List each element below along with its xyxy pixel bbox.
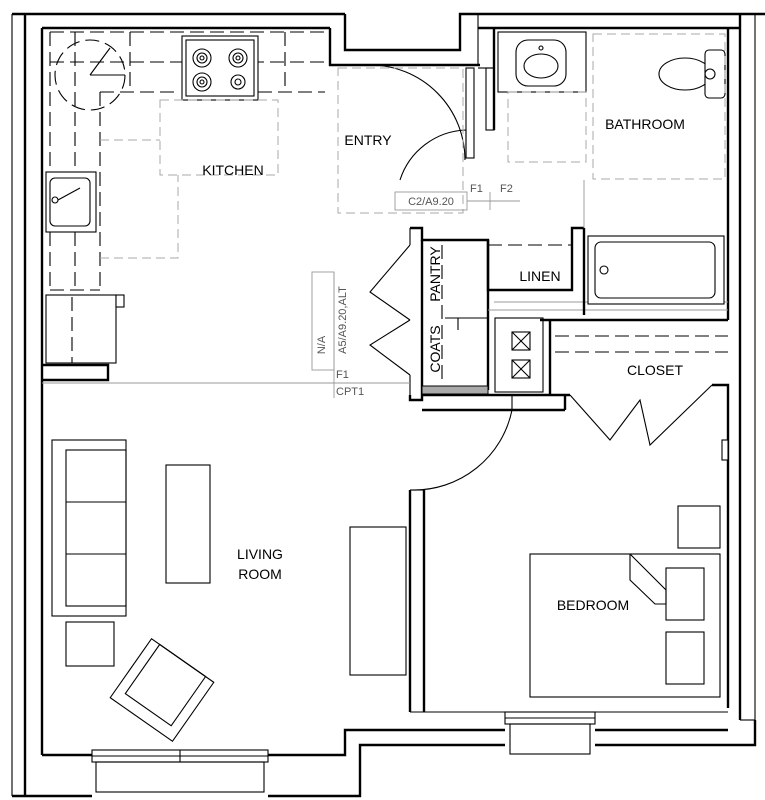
living-furniture [51,439,407,743]
tag-c2: C2/A9.20 [408,196,454,208]
tag-cpt1: CPT1 [336,386,364,398]
room-label-bathroom: BATHROOM [605,116,685,132]
kitchen-fixtures [45,31,464,364]
room-label-entry: ENTRY [344,132,392,148]
tag-f1-living: F1 [336,369,349,381]
room-label-living: LIVING [237,546,283,562]
room-label-closet: CLOSET [627,362,683,378]
tag-na: N/A [316,335,328,354]
tag-a5: A5/A9.20,ALT [337,286,349,354]
room-label-kitchen: KITCHEN [202,162,263,178]
living-window [91,749,269,793]
tag-f2-entry: F2 [500,183,513,195]
room-label-bedroom: BEDROOM [557,597,629,613]
room-label-living-room: ROOM [238,566,282,582]
room-label-pantry: PANTRY [427,246,443,302]
tag-f1-entry: F1 [470,183,483,195]
interior-walls [42,28,730,713]
room-label-linen: LINEN [519,268,560,284]
bedroom-window [504,711,596,755]
annotation-lines [42,191,520,398]
bathroom-fixtures [488,31,726,305]
room-label-coats: COATS [427,325,443,372]
bedroom-furniture [529,505,721,698]
doors [345,64,713,491]
closet-shelves [441,245,728,382]
